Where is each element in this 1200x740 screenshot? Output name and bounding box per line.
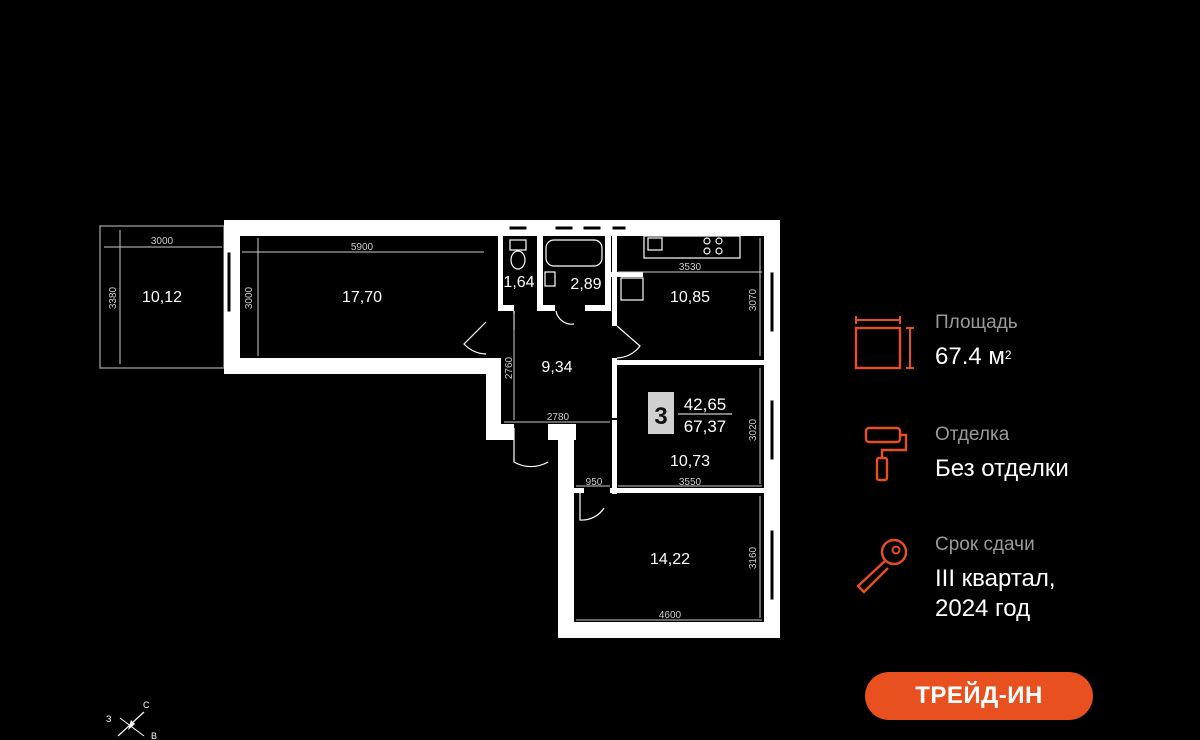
dim-living-h: 3000: [244, 286, 255, 309]
room-area-hall: 9,34: [541, 359, 572, 376]
walls: [224, 220, 780, 638]
dim-hall-w: 2780: [547, 412, 570, 423]
dim-bedroom1-w: 3550: [679, 477, 702, 488]
compass-west: З: [106, 714, 111, 724]
fixtures: [509, 235, 741, 301]
summary-badge: 3 42,65 67,37: [648, 392, 732, 436]
room-area-bedroom2: 14,22: [650, 551, 690, 568]
room-area-kitchen: 10,85: [670, 289, 710, 306]
dimension-lines: [104, 230, 762, 621]
deadline-line1: III квартал,: [935, 565, 1056, 592]
room-area-living: 17,70: [342, 289, 382, 306]
finish-value: Без отделки: [935, 455, 1069, 482]
compass-north: С: [143, 700, 150, 710]
room-area-balcony: 10,12: [142, 289, 182, 306]
dim-bedroom2-w: 4600: [659, 610, 682, 621]
dim-kitchen-h: 3070: [748, 288, 759, 311]
badge-room-count-bg: [648, 392, 674, 434]
dim-hall-h: 2760: [504, 356, 515, 379]
dim-bedroom1-h: 3020: [748, 418, 759, 441]
deadline-line2: 2024 год: [935, 595, 1031, 622]
dim-door-950: 950: [586, 477, 603, 488]
badge-living-area: 42,65: [684, 395, 727, 414]
deadline-value: III квартал, 2024 год: [935, 564, 1056, 624]
area-value: 67.4 м2: [935, 342, 1012, 372]
dim-balcony-h: 3380: [108, 286, 119, 309]
key-icon: [856, 538, 908, 594]
deadline-label: Срок сдачи: [935, 534, 1035, 555]
room-area-bedroom1: 10,73: [670, 453, 710, 470]
dim-kitchen-w: 3530: [679, 262, 702, 273]
dim-balcony-w: 3000: [151, 236, 174, 247]
badge-total-area: 67,37: [684, 417, 727, 436]
area-label: Площадь: [935, 312, 1018, 333]
windows: [226, 225, 775, 601]
trade-in-button[interactable]: ТРЕЙД-ИН: [865, 672, 1093, 720]
finish-label: Отделка: [935, 424, 1010, 445]
compass-east: В: [151, 731, 157, 740]
badge-room-count: 3: [654, 403, 667, 430]
compass-icon: С З В: [106, 700, 157, 740]
area-icon: [854, 316, 914, 370]
area-number: 67.4 м: [935, 343, 1005, 370]
dim-living-w: 5900: [351, 242, 374, 253]
dim-bedroom2-h: 3160: [748, 546, 759, 569]
area-unit-sup: 2: [1004, 348, 1012, 362]
paint-roller-icon: [864, 426, 908, 482]
room-area-wc: 1,64: [503, 274, 534, 291]
room-area-bath: 2,89: [570, 276, 601, 293]
